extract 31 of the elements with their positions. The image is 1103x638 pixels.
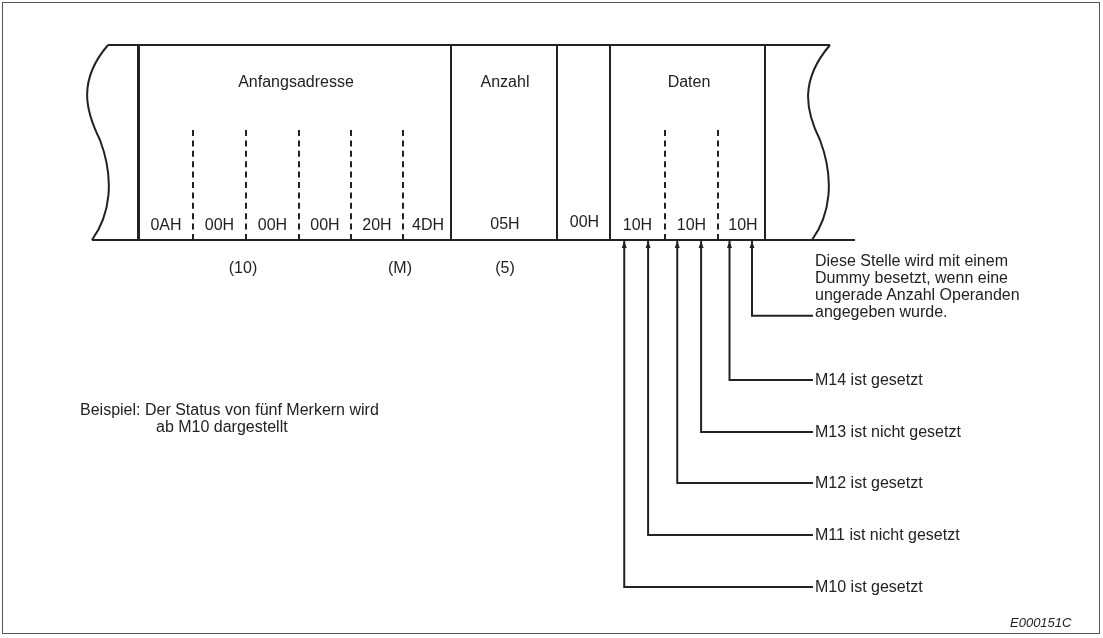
byte-cell: 4DH [402,130,452,240]
byte-cell: 10H [664,130,717,240]
byte-cell: 00H [298,130,350,240]
byte-cell: 10H [611,130,664,240]
decimal-note: (5) [494,259,516,276]
byte-cell: 00H [192,130,245,240]
note-text: M12 ist gesetzt [815,474,1015,492]
field-heading: Anfangsadresse [237,73,355,91]
byte-cell: 20H [350,130,402,240]
note-text: Diese Stelle wird mit einem Dummy besetzt, wenn eine ungerade Anzahl Operanden angegeben wurde. [815,252,1027,338]
leader-arrow [727,240,814,381]
hex-value: 05H [489,215,521,233]
leader-arrow [621,240,814,588]
decimal-note: (M) [387,259,413,276]
field-heading: Daten [666,73,712,91]
leader-arrow [674,240,814,484]
byte-cell: 10H [717,130,767,240]
leader-arrow [749,240,814,317]
field-heading: Anzahl [479,73,531,91]
decimal-note: (10) [227,259,259,276]
byte-cell: 0AH [140,130,192,240]
figure-code: E000151C [1010,614,1073,631]
leader-arrow [645,240,814,536]
byte-cell: 00H [245,130,298,240]
example-note: Beispiel: Der Status von fünf Merkern wird ab M10 dargestellt [80,401,380,435]
note-text: M13 ist nicht gesetzt [815,423,1015,441]
note-text: M10 ist gesetzt [815,578,1015,596]
note-text: M11 ist nicht gesetzt [815,526,1015,544]
note-text: M14 ist gesetzt [815,371,1015,389]
leader-arrow [698,240,814,433]
hex-value: 00H [568,213,601,231]
